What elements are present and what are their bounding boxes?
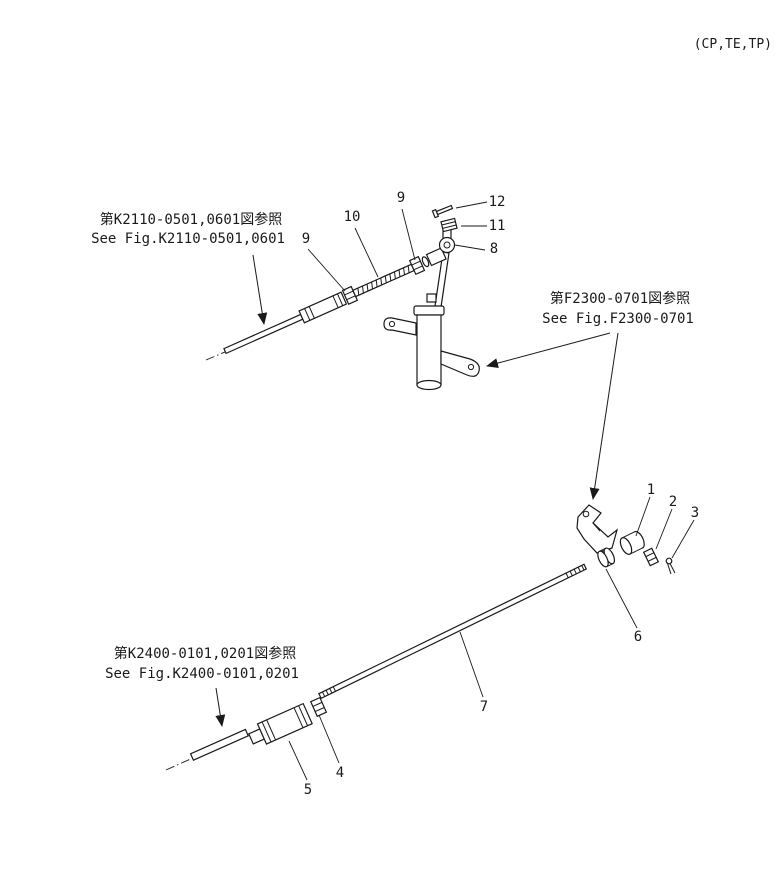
callout-5: 5 <box>304 782 312 798</box>
tube-bottom <box>416 379 442 391</box>
arrow-f2300-lever <box>486 332 611 368</box>
leader-9a <box>307 248 346 292</box>
corner-note: (CP,TE,TP) <box>694 37 772 52</box>
callout-10: 10 <box>344 209 361 225</box>
callout-6: 6 <box>634 629 642 645</box>
nut-11 <box>440 217 458 233</box>
callout-11: 11 <box>489 218 506 234</box>
bolt-12 <box>431 204 454 219</box>
leader-1 <box>635 496 651 537</box>
arrow-k2110 <box>252 254 268 325</box>
sleeve-detail-lines <box>304 293 344 321</box>
bushing-1 <box>619 530 645 555</box>
callout-9a: 9 <box>302 231 310 247</box>
nut-4 <box>309 696 328 718</box>
leader-9b <box>401 208 416 261</box>
leader-3 <box>671 519 695 559</box>
arrow-f2300-clevis <box>589 332 619 500</box>
elbow-fitting-8 <box>425 228 456 267</box>
callout-2: 2 <box>669 494 677 510</box>
callout-3: 3 <box>691 505 699 521</box>
leader-lines <box>288 201 695 781</box>
upper-rod-assembly <box>223 255 430 355</box>
tube-top-bolt <box>426 293 437 303</box>
threaded-rod-10 <box>352 263 415 298</box>
nut-9-right <box>408 255 426 276</box>
tube-cap <box>413 305 445 316</box>
rod-7 <box>318 563 588 700</box>
callout-4: 4 <box>336 765 344 781</box>
ref-k2110-jp: 第K2110-0501,0601図参照 <box>100 211 282 228</box>
ref-k2400-jp: 第K2400-0101,0201図参照 <box>114 645 296 662</box>
callout-9b: 9 <box>397 190 405 206</box>
bracket-tube-assembly <box>383 293 480 391</box>
leader-12 <box>455 201 488 209</box>
leader-7 <box>459 631 484 698</box>
arrow-k2400 <box>215 687 226 727</box>
washer-6 <box>597 547 616 568</box>
small-washer <box>421 256 430 268</box>
callout-1: 1 <box>647 482 655 498</box>
leader-5 <box>288 740 308 781</box>
reference-arrows <box>215 254 619 727</box>
callout-7: 7 <box>480 699 488 715</box>
tube-body <box>416 314 442 386</box>
lever-arm <box>440 350 480 377</box>
lower-rod <box>189 728 250 761</box>
ref-k2400-en: See Fig.K2400-0101,0201 <box>105 666 299 682</box>
leader-8 <box>454 244 486 251</box>
leader-4 <box>318 714 340 764</box>
elbow-eye <box>438 236 456 254</box>
left-plate <box>383 317 417 336</box>
nut-2 <box>642 547 660 567</box>
callout-12: 12 <box>489 194 506 210</box>
callout-8: 8 <box>490 241 498 257</box>
leader-10 <box>354 227 379 278</box>
leader-6 <box>605 568 638 629</box>
pin-3 <box>665 557 676 575</box>
leader-2 <box>655 508 673 550</box>
ref-f2300-jp: 第F2300-0701図参照 <box>550 290 690 307</box>
rod-7-threads <box>322 565 585 697</box>
ref-f2300-en: See Fig.F2300-0701 <box>542 311 694 327</box>
clevis-bracket <box>576 504 619 554</box>
ref-k2110-en: See Fig.K2110-0501,0601 <box>91 231 285 247</box>
coupler-5 <box>248 702 313 745</box>
